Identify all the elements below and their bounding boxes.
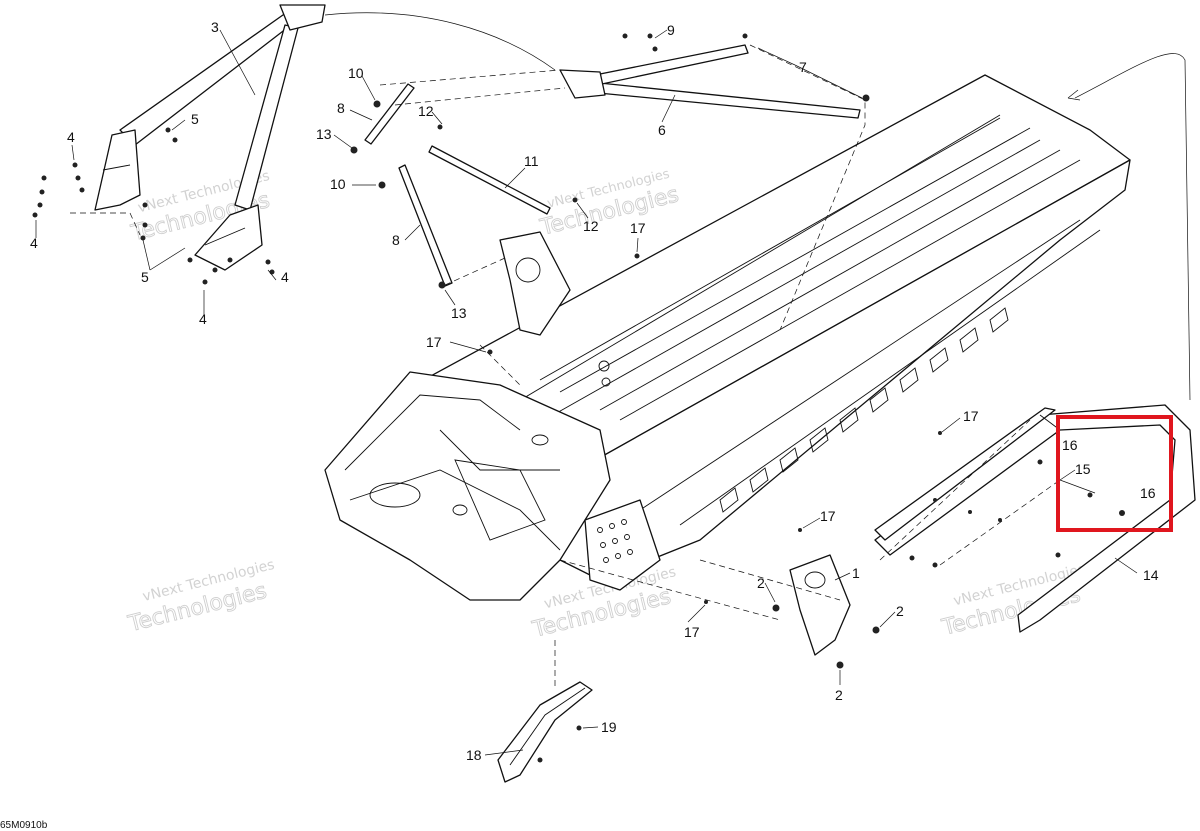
callout-16: 16: [1140, 485, 1156, 501]
panel-holes: [597, 519, 633, 563]
callout-5: 5: [191, 111, 199, 127]
callout-10: 10: [330, 176, 346, 192]
strut-bars: [364, 44, 861, 287]
callout-labels: 3 5 5 4 4 4 4 9 7 6 10 8 12 13 10 11 12 …: [30, 19, 1159, 763]
callout-1: 1: [852, 565, 860, 581]
callout-6: 6: [658, 122, 666, 138]
callout-17: 17: [630, 220, 646, 236]
callout-3: 3: [211, 19, 219, 35]
leader-lines: [35, 29, 1138, 756]
fasteners: [32, 33, 1125, 763]
callout-2: 2: [757, 575, 765, 591]
tunnel-slots: [719, 307, 1009, 513]
steering-support-frame: [94, 4, 326, 271]
callout-16: 16: [1062, 437, 1078, 453]
slide-rail: [874, 404, 1196, 633]
callout-11: 11: [524, 153, 539, 169]
callout-9: 9: [667, 22, 675, 38]
callout-17: 17: [684, 624, 700, 640]
callout-4: 4: [281, 269, 289, 285]
callout-15: 15: [1075, 461, 1091, 477]
callout-17: 17: [963, 408, 979, 424]
callout-13: 13: [316, 126, 332, 142]
callout-18: 18: [466, 747, 482, 763]
callout-2: 2: [835, 687, 843, 703]
tunnel-assembly: [324, 74, 1131, 601]
callout-2: 2: [896, 603, 904, 619]
callout-4: 4: [30, 235, 38, 251]
figure-code: 65M0910b: [0, 820, 48, 831]
callout-17: 17: [820, 508, 836, 524]
callout-8: 8: [337, 100, 345, 116]
callout-8: 8: [392, 232, 400, 248]
callout-12: 12: [583, 218, 599, 234]
callout-17: 17: [426, 334, 442, 350]
callout-10: 10: [348, 65, 364, 81]
callout-4: 4: [199, 311, 207, 327]
callout-19: 19: [601, 719, 617, 735]
callout-13: 13: [451, 305, 467, 321]
callout-4: 4: [67, 129, 75, 145]
callout-7: 7: [799, 59, 807, 75]
assembly-lines: [70, 12, 1191, 690]
callout-14: 14: [1143, 567, 1159, 583]
callout-12: 12: [418, 103, 434, 119]
callout-5: 5: [141, 269, 149, 285]
highlight-box: [1056, 415, 1173, 532]
